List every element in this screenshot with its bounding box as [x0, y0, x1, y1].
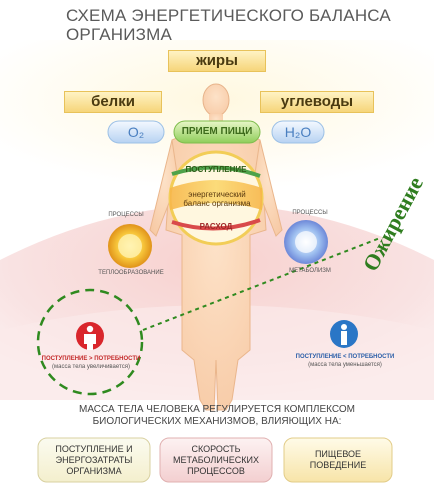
fats-tag: жиры — [168, 50, 266, 72]
left-process-label: ПРОЦЕССЫ — [108, 212, 144, 218]
expense-label: РАСХОД — [199, 222, 233, 231]
bottom-title-line-1: МАССА ТЕЛА ЧЕЛОВЕКА РЕГУЛИРУЕТСЯ КОМПЛЕК… — [79, 404, 355, 415]
bottom-box-3-bg — [283, 437, 393, 483]
obesity-dashed-circle — [36, 288, 144, 396]
intake-label: ПОСТУПЛЕНИЕ — [185, 165, 247, 174]
left-status-icon — [76, 322, 104, 350]
water-pill — [271, 120, 325, 144]
title-line-2: ОРГАНИЗМА — [66, 25, 173, 44]
bottom-box-1-bg — [37, 437, 151, 483]
left-sun-icon — [108, 224, 152, 268]
right-status-sub: (масса тела уменьшается) — [308, 362, 382, 368]
left-status-text: ПОСТУПЛЕНИЕ > ПОТРЕБНОСТИ — [41, 356, 141, 362]
right-metab-label: МЕТАБОЛИЗМ — [289, 268, 331, 274]
balance-label: энергетический баланс организма — [183, 190, 251, 208]
right-process-label: ПРОЦЕССЫ — [292, 210, 328, 216]
bottom-title-line-2: БИОЛОГИЧЕСКИХ МЕХАНИЗМОВ, ВЛИЯЮЩИХ НА: — [92, 416, 342, 427]
proteins-tag: белки — [64, 91, 162, 113]
left-status-sub: (масса тела увеличивается) — [52, 364, 130, 370]
carbs-tag: углеводы — [260, 91, 374, 113]
right-spiral-icon — [284, 220, 328, 264]
obesity-dashed-line — [142, 237, 381, 331]
bottom-box-2: СКОРОСТЬ МЕТАБОЛИЧЕСКИХ ПРОЦЕССОВ — [173, 443, 259, 476]
water-label: H₂O — [284, 124, 312, 140]
right-status-text: ПОСТУПЛЕНИЕ < ПОТРЕБНОСТИ — [295, 354, 395, 360]
food-pill — [173, 120, 261, 144]
left-thermo-label: ТЕПЛООБРАЗОВАНИЕ — [98, 270, 164, 276]
oxygen-pill — [107, 120, 165, 144]
bottom-box-1: ПОСТУПЛЕНИЕ И ЭНЕРГОЗАТРАТЫ ОРГАНИЗМА — [55, 443, 133, 476]
balance-circle — [168, 150, 264, 246]
right-status-icon — [330, 320, 358, 348]
oxygen-label: O₂ — [127, 124, 145, 140]
bottom-box-2-bg — [159, 437, 273, 483]
page-title: СХЕМА ЭНЕРГЕТИЧЕСКОГО БАЛАНСА ОРГАНИЗМА — [66, 6, 406, 44]
food-label: ПРИЕМ ПИЩИ — [181, 126, 253, 137]
bottom-title: МАССА ТЕЛА ЧЕЛОВЕКА РЕГУЛИРУЕТСЯ КОМПЛЕК… — [40, 404, 394, 428]
bottom-box-3: ПИЩЕВОЕ ПОВЕДЕНИЕ — [309, 449, 367, 470]
title-line-1: СХЕМА ЭНЕРГЕТИЧЕСКОГО БАЛАНСА — [66, 6, 391, 25]
